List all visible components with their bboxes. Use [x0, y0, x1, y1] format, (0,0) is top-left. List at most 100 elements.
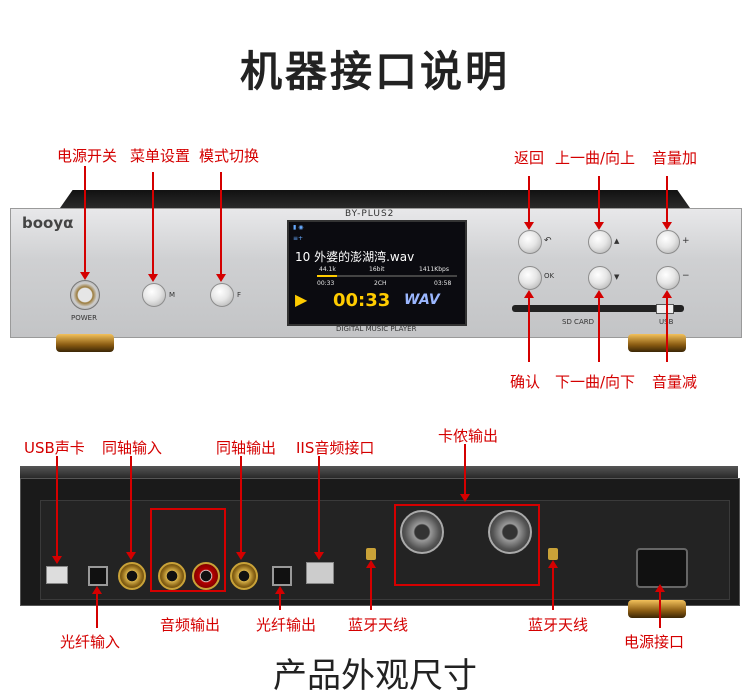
xlr-r-port[interactable]: [488, 510, 532, 554]
label-prev: 上一曲/向上: [555, 149, 636, 167]
play-icon: ▶: [295, 290, 308, 309]
pointer-bt-1: [370, 566, 372, 610]
m-text: M: [169, 291, 176, 299]
arrow-vol-up: [662, 222, 672, 230]
arrow-power: [80, 272, 90, 280]
pointer-coax-out: [240, 456, 242, 554]
power-socket[interactable]: [636, 548, 688, 588]
label-vol-down: 音量减: [652, 373, 698, 391]
label-coax-out: 同轴输出: [216, 439, 277, 457]
arrow-bt-1: [366, 560, 376, 568]
label-bt-antenna-2: 蓝牙天线: [528, 616, 589, 634]
bit-depth: 16bit: [369, 266, 385, 273]
up-button[interactable]: [588, 230, 612, 254]
label-bt-antenna-1: 蓝牙天线: [348, 616, 409, 634]
back-foot: [628, 600, 686, 618]
coax-in-port[interactable]: [118, 562, 146, 590]
iis-port[interactable]: [306, 562, 334, 584]
arrow-prev: [594, 222, 604, 230]
label-vol-up: 音量加: [652, 149, 698, 167]
sd-card-text: SD CARD: [562, 318, 594, 326]
track-title: 10 外婆的澎湖湾.wav: [295, 250, 415, 264]
ok-button[interactable]: [518, 266, 542, 290]
front-top-lid: [60, 190, 690, 208]
pointer-bt-2: [552, 566, 554, 610]
model-name: BY-PLUS2: [345, 209, 395, 219]
label-iis: IIS音频接口: [296, 439, 375, 457]
coax-out-port[interactable]: [230, 562, 258, 590]
status-bar-icons: ▮ ◉: [293, 224, 304, 231]
pointer-optical-out: [279, 592, 281, 610]
arrow-power-port: [655, 584, 665, 592]
pointer-xlr: [464, 444, 466, 496]
list-icon: ≡+: [293, 235, 304, 242]
bottom-heading: 产品外观尺寸: [273, 656, 477, 696]
audio-out-l-port[interactable]: [158, 562, 186, 590]
volume-up-button[interactable]: [656, 230, 680, 254]
label-ok: 确认: [510, 373, 541, 391]
label-next: 下一曲/向下: [555, 373, 636, 391]
xlr-l-port[interactable]: [400, 510, 444, 554]
sample-rate: 44.1k: [319, 266, 336, 273]
volume-down-button[interactable]: [656, 266, 680, 290]
elapsed-time: 00:33: [317, 280, 335, 287]
pointer-ok: [528, 298, 530, 362]
pointer-prev: [598, 176, 600, 224]
up-icon: ▲: [614, 237, 620, 245]
arrow-next: [594, 290, 604, 298]
back-top-lid: [20, 466, 738, 480]
label-usb-soundcard: USB声卡: [24, 439, 85, 457]
back-inner-plate: [40, 500, 730, 600]
bt-antenna-2-port[interactable]: [548, 548, 558, 560]
pointer-next: [598, 298, 600, 362]
arrow-coax-in: [126, 552, 136, 560]
arrow-xlr: [460, 494, 470, 502]
power-text: POWER: [71, 314, 97, 322]
pointer-iis: [318, 456, 320, 554]
front-foot-right: [628, 334, 686, 352]
optical-out-port[interactable]: [272, 566, 292, 586]
player-text: DIGITAL MUSIC PLAYER: [336, 325, 417, 333]
label-power-port: 电源接口: [624, 633, 685, 651]
pointer-usb: [56, 456, 58, 558]
label-coax-in: 同轴输入: [102, 439, 163, 457]
label-mode-switch: 模式切换: [199, 147, 260, 165]
progress-fill: [317, 275, 337, 277]
label-audio-out: 音频输出: [160, 616, 221, 634]
arrow-vol-down: [662, 290, 672, 298]
arrow-menu: [148, 274, 158, 282]
bt-antenna-1-port[interactable]: [366, 548, 376, 560]
down-button[interactable]: [588, 266, 612, 290]
page-title: 机器接口说明: [239, 47, 510, 96]
xlr-highlight: [394, 504, 540, 586]
usb-port-front[interactable]: [656, 304, 674, 314]
big-time: 00:33: [333, 290, 391, 311]
label-back: 返回: [514, 149, 545, 167]
mode-button[interactable]: [210, 283, 234, 307]
channels: 2CH: [374, 280, 387, 287]
return-icon: ↶: [544, 236, 552, 246]
pointer-mode: [220, 172, 222, 276]
audio-out-r-port[interactable]: [192, 562, 220, 590]
total-time: 03:58: [434, 280, 452, 287]
optical-in-port[interactable]: [88, 566, 108, 586]
pointer-menu: [152, 172, 154, 276]
return-button[interactable]: [518, 230, 542, 254]
audio-out-highlight: [150, 508, 226, 592]
label-optical-out: 光纤输出: [256, 616, 317, 634]
arrow-back: [524, 222, 534, 230]
label-power-switch: 电源开关: [57, 147, 118, 165]
progress-track: [317, 275, 457, 277]
menu-button[interactable]: [142, 283, 166, 307]
usb-b-port[interactable]: [46, 566, 68, 584]
arrow-optical-out: [275, 586, 285, 594]
minus-icon: −: [682, 271, 690, 281]
arrow-iis: [314, 552, 324, 560]
format-badge: WAV: [404, 292, 440, 308]
pointer-optical-in: [96, 592, 98, 628]
power-button[interactable]: [70, 280, 100, 310]
pointer-power-port: [659, 590, 661, 628]
pointer-vol-down: [666, 298, 668, 362]
arrow-coax-out: [236, 552, 246, 560]
brand-logo: booyα: [22, 214, 74, 232]
